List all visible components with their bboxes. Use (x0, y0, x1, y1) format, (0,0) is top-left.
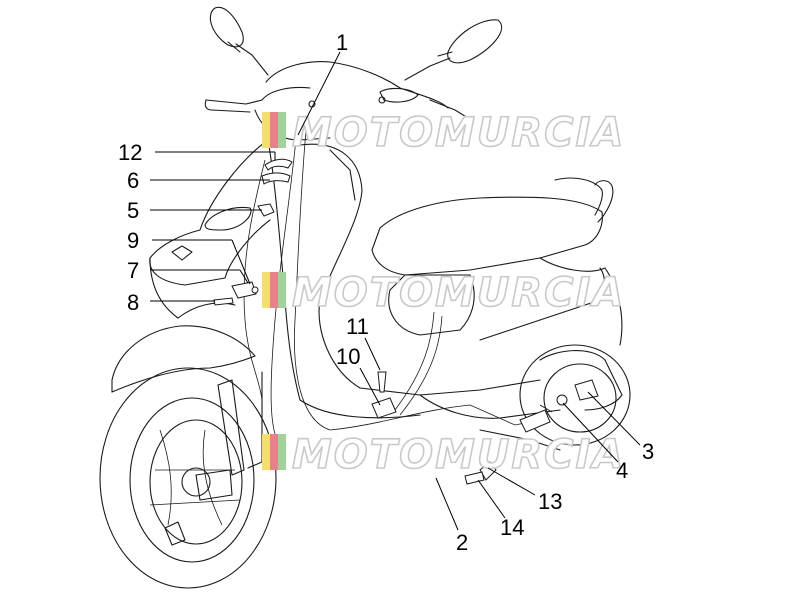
callout-8: 8 (127, 290, 139, 315)
callout-11: 11 (346, 314, 369, 339)
watermark-middle: MOTOMURCIA (262, 269, 625, 317)
callout-4: 4 (616, 458, 628, 483)
callout-9: 9 (127, 228, 139, 253)
callout-14: 14 (500, 515, 524, 540)
callout-labels: 1 2 3 4 5 6 7 8 9 10 11 12 13 14 (118, 30, 654, 555)
watermark-bottom: MOTOMURCIA (262, 431, 625, 479)
watermark-text: MOTOMURCIA (292, 270, 625, 316)
watermark-top: MOTOMURCIA (262, 109, 625, 157)
watermark-text: MOTOMURCIA (292, 432, 625, 478)
callout-5: 5 (127, 198, 139, 223)
callout-13: 13 (538, 489, 562, 514)
leader-lines (150, 51, 641, 531)
callout-3: 3 (642, 439, 654, 464)
callout-1: 1 (336, 30, 348, 55)
watermark-text: MOTOMURCIA (292, 110, 625, 156)
callout-12: 12 (118, 140, 142, 165)
callout-7: 7 (127, 258, 139, 283)
callout-6: 6 (127, 168, 139, 193)
callout-10: 10 (336, 344, 360, 369)
callout-2: 2 (456, 530, 468, 555)
